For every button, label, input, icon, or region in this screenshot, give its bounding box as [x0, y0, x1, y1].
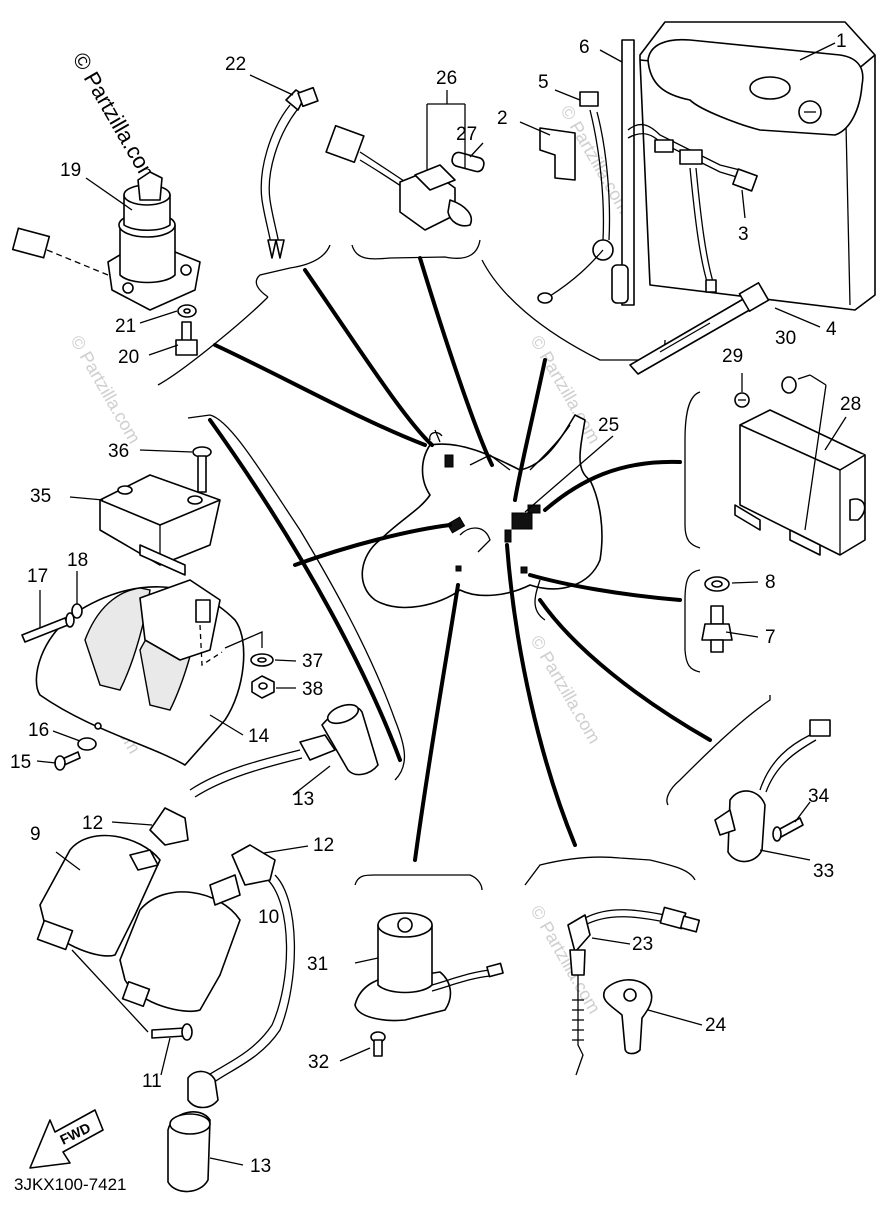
screw-icon — [21, 612, 75, 643]
callout-7: 7 — [765, 627, 776, 648]
cdi-unit-icon — [734, 409, 866, 556]
leader-line — [71, 949, 149, 1033]
spark-plug-cap-icon — [167, 874, 296, 1193]
battery-icon — [639, 21, 876, 311]
callout-24: 24 — [705, 1015, 727, 1036]
callout-4: 4 — [826, 319, 837, 340]
callout-31: 31 — [307, 954, 328, 975]
leader-lines — [36, 42, 847, 1166]
callout-27: 27 — [456, 124, 477, 145]
callout-3: 3 — [738, 224, 749, 245]
neutral-switch-icon — [354, 912, 504, 1022]
screw-icon — [734, 392, 750, 408]
callout-22: 22 — [225, 54, 246, 75]
washer-icon — [71, 603, 83, 619]
callout-12a: 12 — [82, 813, 103, 834]
cable-tie-icon — [629, 282, 770, 375]
callout-12b: 12 — [313, 835, 334, 856]
connector-lines — [208, 256, 712, 862]
fwd-arrow-icon: FWD — [29, 1109, 104, 1169]
copyright-text: © Partzilla.com — [68, 48, 164, 189]
screw-icon — [370, 1031, 386, 1057]
screw-icon — [54, 751, 81, 771]
callout-10: 10 — [258, 907, 279, 928]
motorcycle-silhouette-icon — [361, 414, 603, 621]
oil-switch-icon — [701, 605, 733, 653]
diagram-code: 3JKX100-7421 — [14, 1175, 126, 1194]
callout-38: 38 — [302, 679, 323, 700]
callout-29: 29 — [722, 346, 743, 367]
callout-6: 6 — [579, 37, 590, 58]
callout-15: 15 — [10, 752, 31, 773]
washer-icon — [704, 576, 730, 592]
region-brackets — [157, 239, 771, 891]
callout-1: 1 — [836, 31, 847, 52]
cover-icon — [35, 579, 263, 766]
spark-plug-cap-icon — [189, 703, 379, 798]
callout-30: 30 — [775, 328, 796, 349]
callout-37: 37 — [302, 651, 323, 672]
watermark: © Partzilla.com — [527, 902, 605, 1017]
callout-23: 23 — [632, 934, 653, 955]
callout-13b: 13 — [250, 1156, 271, 1177]
bracket-icon — [603, 979, 653, 1055]
screw-icon — [175, 321, 198, 356]
screw-icon — [772, 817, 804, 842]
callout-25: 25 — [598, 415, 619, 436]
callout-13a: 13 — [293, 789, 314, 810]
washer-icon — [77, 737, 97, 751]
callout-18: 18 — [67, 550, 88, 571]
ignition-coil-icon — [36, 834, 241, 1012]
washer-icon — [177, 304, 197, 318]
fuse-holder-icon — [325, 124, 485, 231]
callout-labels: 1 2 3 4 5 6 7 8 9 10 11 12 12 13 13 14 1… — [10, 31, 861, 1177]
sensor-wire-icon — [260, 86, 319, 259]
callout-14: 14 — [248, 726, 270, 747]
callout-36: 36 — [108, 441, 129, 462]
callout-16: 16 — [28, 720, 49, 741]
main-switch-icon — [11, 171, 201, 311]
callout-8: 8 — [765, 572, 776, 593]
callout-32: 32 — [308, 1052, 329, 1073]
screw-icon — [192, 446, 212, 493]
battery-cable-icon — [537, 39, 758, 306]
washer-icon — [250, 653, 274, 667]
callout-33: 33 — [813, 861, 834, 882]
rectifier-regulator-icon — [99, 474, 221, 576]
callout-5: 5 — [538, 72, 549, 93]
callout-21: 21 — [115, 316, 136, 337]
sensor-lead-icon — [567, 906, 701, 1076]
washer-icon — [781, 376, 797, 394]
sidestand-switch-icon — [714, 719, 831, 863]
callout-35: 35 — [30, 486, 51, 507]
callout-28: 28 — [840, 394, 861, 415]
callout-9: 9 — [30, 824, 41, 845]
callout-11: 11 — [142, 1071, 162, 1092]
callout-2: 2 — [497, 108, 508, 129]
nut-icon — [251, 675, 275, 699]
callout-20: 20 — [118, 347, 139, 368]
boot-icon — [149, 807, 189, 846]
callout-26: 26 — [436, 68, 457, 89]
callout-17: 17 — [27, 566, 48, 587]
screw-icon — [151, 1023, 193, 1041]
boot-icon — [231, 844, 276, 886]
callout-34: 34 — [808, 786, 830, 807]
callout-19: 19 — [60, 160, 81, 181]
